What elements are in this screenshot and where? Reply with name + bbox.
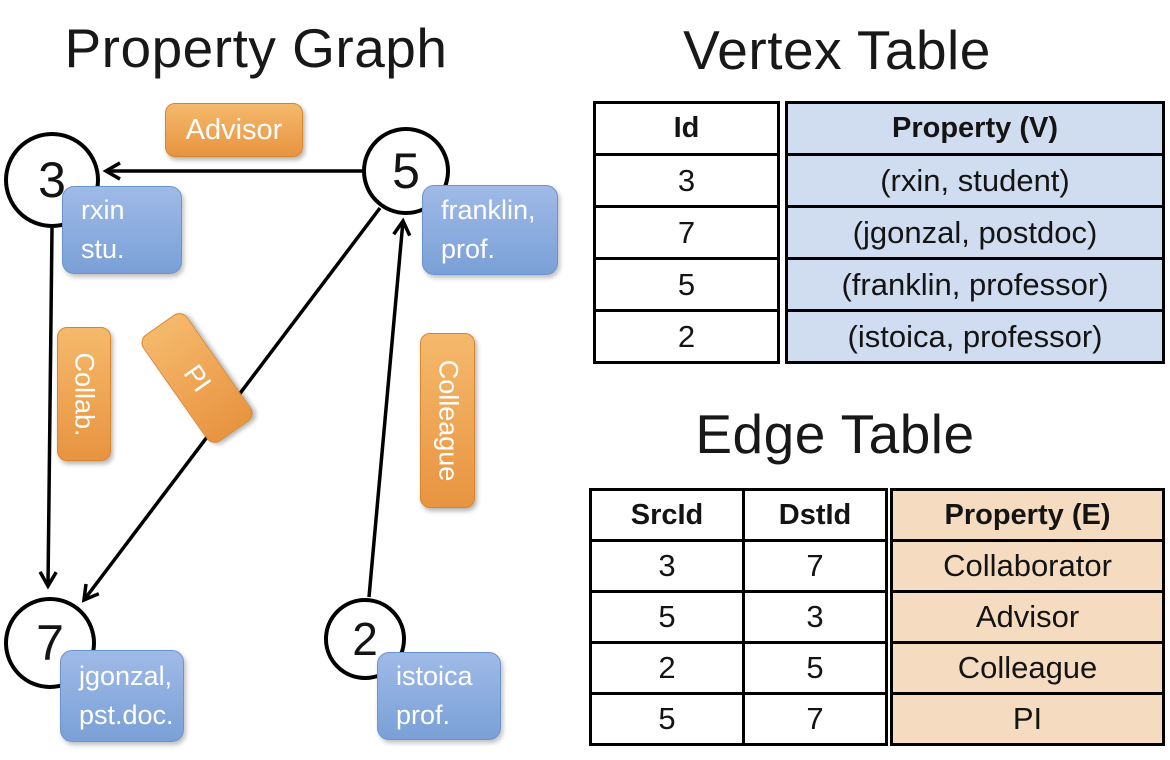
table-cell: 5 xyxy=(589,692,745,746)
table-cell: 5 xyxy=(593,257,780,312)
label-line: franklin, xyxy=(441,194,536,225)
table-row: PI xyxy=(890,692,1165,746)
table-cell: PI xyxy=(890,692,1165,746)
table-cell: Colleague xyxy=(890,641,1165,695)
table-row: (istoica, professor) xyxy=(785,309,1165,364)
table-cell: (rxin, student) xyxy=(785,153,1165,208)
table-row: (jgonzal, postdoc) xyxy=(785,205,1165,260)
vertex-prop-box-jgonzal: jgonzal, pst.doc. xyxy=(60,650,184,742)
table-row: 5 7 xyxy=(589,692,888,746)
vertex-table-property-column: Property (V) (rxin, student) (jgonzal, p… xyxy=(785,101,1165,364)
table-row: Advisor xyxy=(890,590,1165,644)
vertex-id-label: 5 xyxy=(392,143,420,199)
property-graph-title: Property Graph xyxy=(64,17,448,79)
label-line: prof. xyxy=(441,234,496,264)
table-cell: 2 xyxy=(589,641,745,695)
edge-label-collab: Collab. xyxy=(57,327,111,461)
vertex-circle-5: 5 xyxy=(362,127,450,215)
table-header-row: SrcId DstId xyxy=(589,488,888,542)
table-cell: 7 xyxy=(742,539,888,593)
table-cell: (jgonzal, postdoc) xyxy=(785,205,1165,260)
table-row: 7 xyxy=(593,205,780,260)
table-header-row: Property (V) xyxy=(785,101,1165,156)
label-line: pst.doc. xyxy=(79,700,174,730)
table-row: 2 xyxy=(593,309,780,364)
vertex-property-header: Property (V) xyxy=(785,101,1165,156)
vertex-id-header: Id xyxy=(593,101,780,156)
edge-dstid-header: DstId xyxy=(742,488,888,542)
table-row: 3 xyxy=(593,153,780,208)
vertex-table-id-column: Id 3 7 5 2 xyxy=(593,101,780,364)
table-row: Collaborator xyxy=(890,539,1165,593)
vertex-prop-box-istoica: istoica prof. xyxy=(377,652,501,740)
table-cell: 3 xyxy=(589,539,745,593)
vertex-prop-box-rxin: rxin stu. xyxy=(62,186,182,274)
edge-label-text: Colleague xyxy=(433,359,463,482)
table-header-row: Property (E) xyxy=(890,488,1165,542)
edge-table-title: Edge Table xyxy=(695,403,975,465)
edge-label-advisor: Advisor xyxy=(165,103,303,157)
table-cell: 5 xyxy=(589,590,745,644)
table-cell: 3 xyxy=(742,590,888,644)
edge-srcid-header: SrcId xyxy=(589,488,745,542)
label-line: istoica xyxy=(396,660,473,691)
table-row: 5 3 xyxy=(589,590,888,644)
table-row: Colleague xyxy=(890,641,1165,695)
table-cell: 7 xyxy=(593,205,780,260)
vertex-id-label: 7 xyxy=(36,615,64,671)
vertex-id-label: 2 xyxy=(352,613,378,665)
label-line: prof. xyxy=(396,700,451,730)
table-row: 3 7 xyxy=(589,539,888,593)
table-row: (franklin, professor) xyxy=(785,257,1165,312)
edge-table-property-column: Property (E) Collaborator Advisor Collea… xyxy=(890,488,1165,746)
vertex-table-title: Vertex Table xyxy=(683,19,991,81)
vertex-prop-box-franklin: franklin, prof. xyxy=(422,185,558,275)
table-row: 5 xyxy=(593,257,780,312)
table-cell: 7 xyxy=(742,692,888,746)
edge-property-header: Property (E) xyxy=(890,488,1165,542)
table-cell: Collaborator xyxy=(890,539,1165,593)
label-line: rxin xyxy=(81,194,125,225)
label-line: stu. xyxy=(81,234,125,264)
table-row: 2 5 xyxy=(589,641,888,695)
edge-label-text: Collab. xyxy=(69,351,100,437)
table-cell: (istoica, professor) xyxy=(785,309,1165,364)
table-cell: Advisor xyxy=(890,590,1165,644)
table-cell: 5 xyxy=(742,641,888,695)
edge-table-srcdst-columns: SrcId DstId 3 7 5 3 2 5 5 7 xyxy=(589,488,888,746)
label-line: jgonzal, xyxy=(79,660,173,691)
edge-label-colleague: Colleague xyxy=(420,333,475,508)
table-header-row: Id xyxy=(593,101,780,156)
table-cell: (franklin, professor) xyxy=(785,257,1165,312)
table-row: (rxin, student) xyxy=(785,153,1165,208)
edge-arrow-collab-3-to-7 xyxy=(38,227,58,590)
table-cell: 2 xyxy=(593,309,780,364)
vertex-id-label: 3 xyxy=(38,152,66,208)
edge-label-text: PI xyxy=(177,358,218,397)
edge-arrow-colleague-2-to-5 xyxy=(367,217,412,598)
table-cell: 3 xyxy=(593,153,780,208)
edge-label-text: Advisor xyxy=(185,113,283,146)
vertex-circle-2: 2 xyxy=(324,598,406,680)
